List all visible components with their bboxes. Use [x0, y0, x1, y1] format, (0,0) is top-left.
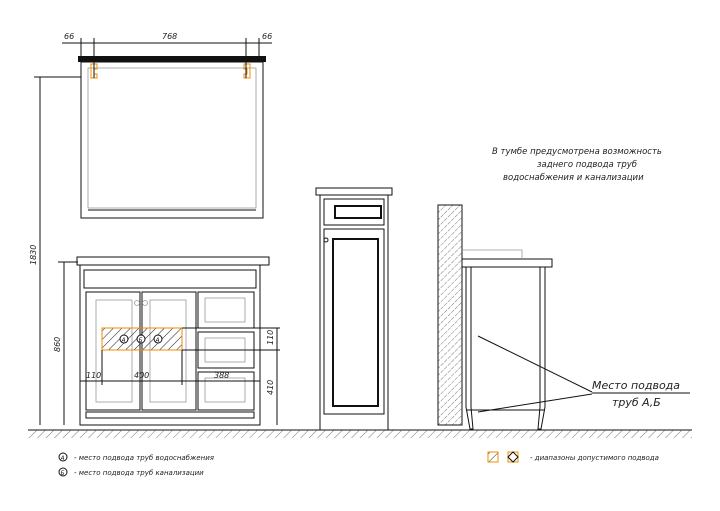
- note-line-1: В тумбе предусмотрена возможность: [492, 147, 662, 157]
- dim-mirror-left: 66: [64, 32, 74, 41]
- dim-cabinet-height: 860: [53, 337, 62, 352]
- legend-a-text: - место подвода труб водоснабжения: [74, 454, 214, 462]
- dim-zone-height: 110: [266, 330, 275, 345]
- plumbing-zone: А Б А 110 410 110 400 388: [80, 327, 280, 425]
- mirror-bracket-right: [243, 63, 251, 79]
- dim-zone-width: 400: [134, 371, 149, 380]
- side-view: Место подвода труб А,Б: [437, 204, 690, 430]
- legend-a-symbol: А: [60, 455, 65, 462]
- callout-line-1: Место подвода: [592, 379, 680, 392]
- hatch-range-icon: [487, 451, 499, 463]
- dim-zone-left: 110: [86, 371, 101, 380]
- pipe-marker-a2: А: [155, 337, 160, 344]
- callout-line-2: труб А,Б: [612, 396, 661, 409]
- height-dimensions: 1830 860: [29, 76, 81, 425]
- rear-supply-note: В тумбе предусмотрена возможность заднег…: [492, 147, 662, 183]
- dim-mirror-right: 66: [262, 32, 272, 41]
- legend-b-symbol: Б: [61, 470, 65, 477]
- legend-b-text: - место подвода труб канализации: [74, 469, 204, 477]
- mirror-dimensions: 66 768 66: [62, 32, 272, 78]
- pipe-marker-b: Б: [139, 337, 143, 344]
- dim-zone-floor: 410: [266, 380, 275, 395]
- legend: А - место подвода труб водоснабжения Б -…: [58, 451, 659, 477]
- note-line-2: заднего подвода труб: [537, 160, 637, 170]
- dim-mirror-width: 768: [162, 32, 177, 41]
- tall-cabinet: [315, 187, 393, 431]
- vanity-cabinet: [76, 256, 270, 426]
- floor: [28, 429, 692, 438]
- cross-range-icon: [507, 451, 519, 463]
- pipe-marker-a1: А: [121, 337, 126, 344]
- note-line-3: водоснабжения и канализации: [503, 173, 644, 183]
- legend-range-text: - диапазоны допустимого подвода: [530, 454, 659, 462]
- mirror: [78, 56, 266, 219]
- dim-total-height: 1830: [29, 245, 38, 265]
- dim-zone-right: 388: [214, 371, 229, 380]
